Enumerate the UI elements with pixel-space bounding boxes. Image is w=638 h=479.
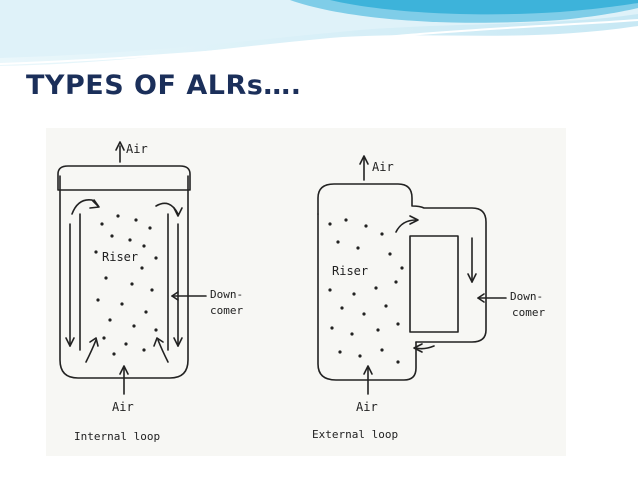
external-vessel — [317, 213, 417, 381]
internal-loop-diagram — [57, 141, 207, 395]
reactor-drawings — [57, 141, 507, 395]
external-downcomer-label-1: Down- — [510, 290, 544, 303]
internal-downcomer-label-2: comer — [210, 304, 244, 317]
external-air-in-label: Air — [356, 400, 378, 414]
header-wave — [0, 0, 638, 66]
internal-loop-caption: Internal loop — [74, 430, 161, 443]
reactor-figure: Air Riser Down- comer Air Internal loop … — [46, 128, 566, 456]
external-bubbles — [328, 218, 404, 364]
slide-title: TYPES OF ALRs…. — [26, 70, 302, 101]
internal-lid — [57, 165, 191, 191]
bubbles — [94, 214, 404, 364]
internal-air-in-label: Air — [112, 400, 134, 414]
external-loop-caption: External loop — [312, 428, 399, 441]
external-riser-label: Riser — [332, 264, 369, 278]
external-baffle — [409, 235, 459, 333]
external-loop-diagram — [317, 155, 507, 395]
internal-riser-label: Riser — [102, 250, 139, 264]
external-downcomer-label-2: comer — [512, 306, 546, 319]
internal-bubbles — [94, 214, 158, 356]
external-air-out-label: Air — [372, 160, 394, 174]
internal-vessel — [59, 175, 189, 379]
internal-downcomer-label-1: Down- — [210, 288, 244, 301]
internal-air-out-label: Air — [126, 142, 148, 156]
